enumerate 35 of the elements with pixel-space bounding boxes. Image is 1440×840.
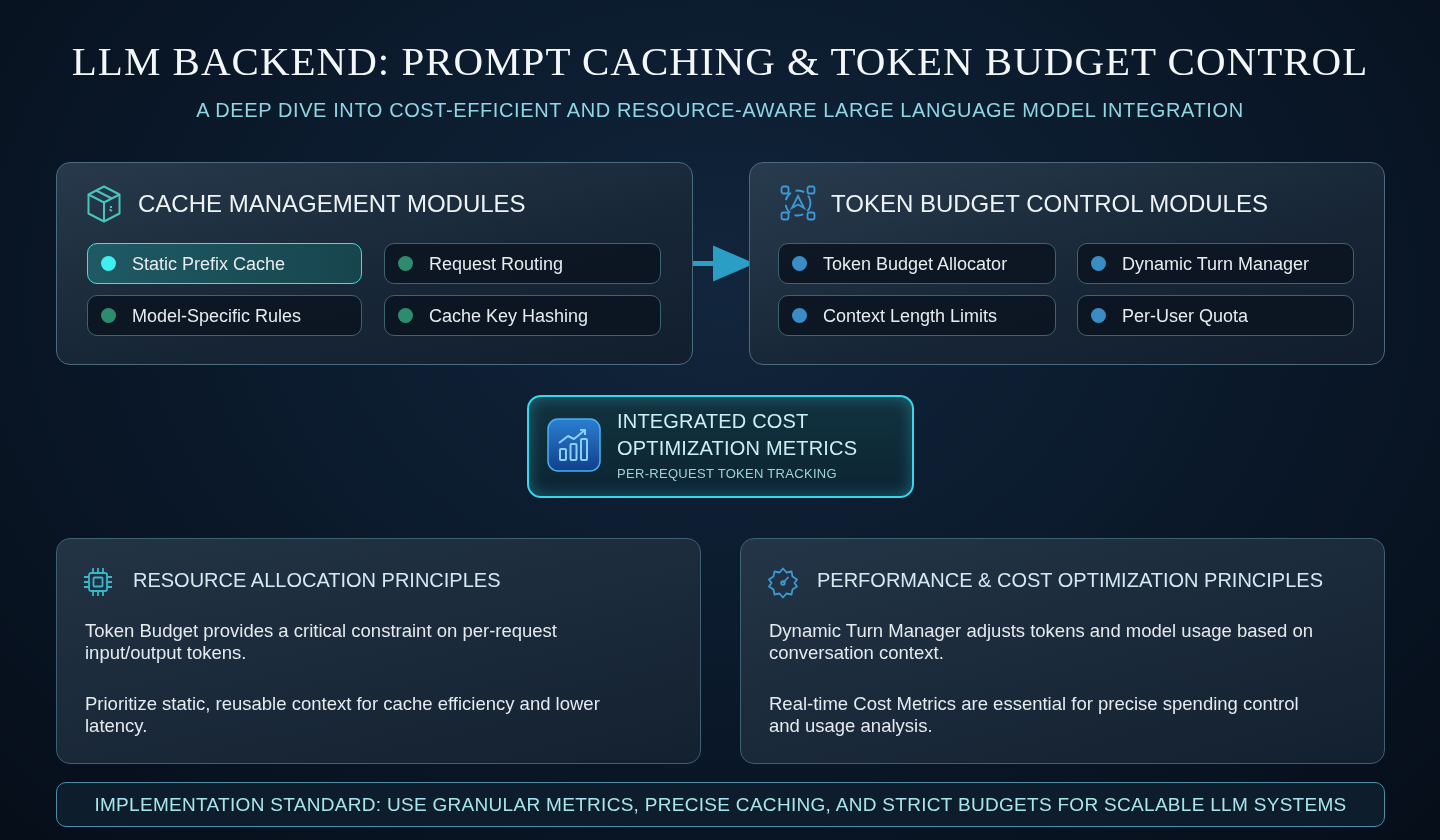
module-panel [56, 162, 693, 365]
metrics-heading: INTEGRATED COST OPTIMIZATION METRICS [617, 409, 859, 461]
module-item [384, 295, 661, 336]
module-label: Cache Key Hashing [429, 304, 589, 327]
card-heading: RESOURCE ALLOCATION PRINCIPLES [133, 568, 501, 593]
principles-card [740, 538, 1385, 764]
module-item [1077, 295, 1354, 336]
module-item [1077, 243, 1354, 284]
card-paragraph: Token Budget provides a critical constraint on per-request input/output tokens. [85, 620, 558, 664]
module-label: Per-User Quota [1122, 304, 1249, 327]
diagram-title: LLM BACKEND: PROMPT CACHING & TOKEN BUDGET CONTROL [71, 37, 1369, 86]
card-paragraph: Prioritize static, reusable context for cache efficiency and lower latency. [85, 693, 601, 737]
subtitle: A DEEP DIVE INTO COST-EFFICIENT AND RESOURCE-AWARE LARGE LANGUAGE MODEL INTEGRATION [196, 98, 1244, 123]
banner-text: IMPLEMENTATION STANDARD: USE GRANULAR METRICS, PRECISE CACHING, AND STRICT BUDGETS FOR SCALABLE LLM SYSTEMS [94, 792, 1347, 817]
module-panel [749, 162, 1385, 365]
card-paragraph: Dynamic Turn Manager adjusts tokens and model usage based on conversation context. [769, 620, 1314, 664]
module-label: Static Prefix Cache [132, 252, 286, 275]
module-label: Request Routing [429, 252, 564, 275]
module-item [384, 243, 661, 284]
card-paragraph: Real-time Cost Metrics are essential for precise spending control and usage analysis. [769, 693, 1300, 737]
principles-card [56, 538, 701, 764]
module-item [778, 243, 1056, 284]
panel-heading: TOKEN BUDGET CONTROL MODULES [831, 189, 1268, 219]
module-label: Context Length Limits [823, 304, 998, 327]
module-item [778, 295, 1056, 336]
module-label: Token Budget Allocator [823, 252, 1008, 275]
metrics-card [527, 395, 914, 498]
module-label: Model-Specific Rules [132, 304, 302, 327]
module-label: Dynamic Turn Manager [1122, 252, 1310, 275]
module-item [87, 243, 362, 284]
standard-banner [56, 782, 1385, 827]
metrics-subheading: PER-REQUEST TOKEN TRACKING [617, 465, 837, 482]
module-item [87, 295, 362, 336]
panel-heading: CACHE MANAGEMENT MODULES [138, 189, 526, 219]
card-heading: PERFORMANCE & COST OPTIMIZATION PRINCIPLES [817, 568, 1323, 593]
